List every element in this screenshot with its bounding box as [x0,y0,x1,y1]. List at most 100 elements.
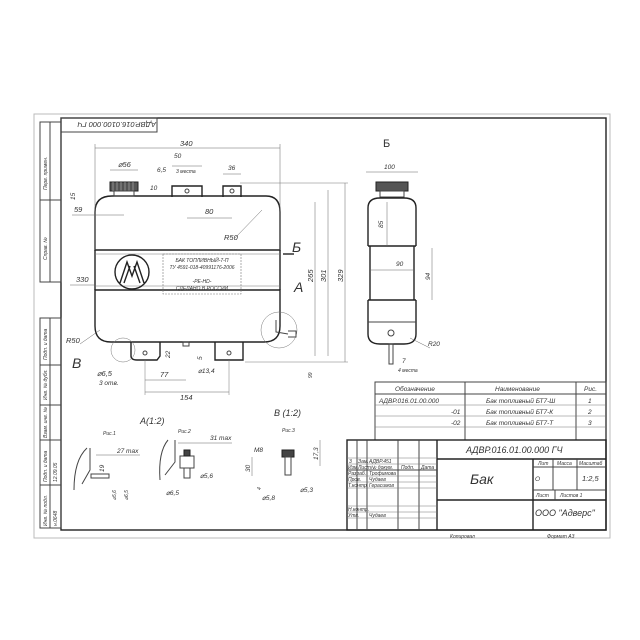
dim-label: 329 [336,269,345,282]
margin-label: Инв. № подл. [43,495,49,526]
side-filler-cap [375,181,409,192]
dim-label: ⌀13,4 [198,368,215,375]
dim-label: 7 [402,358,406,365]
dim-label: ⌀5,8 [262,495,275,502]
margin-label: Инв. № дубл. [43,369,49,400]
filler-neck [113,190,135,197]
dim-label: 3 отв. [99,380,119,387]
dim-label: ⌀56 [118,160,132,169]
dim-label: ⌀5,6 [200,473,213,480]
detail-a: А(1:2) Рис.1 27 max 19 ⌀5,6 ⌀6,5 Рис.2 3… [73,416,232,500]
header-cell: Подп. [401,465,414,471]
sheet-edge [33,113,611,539]
dim-label: R50 [66,336,81,345]
sheet-label: Лист [535,493,549,499]
fig1-title: Рис.1 [103,431,116,437]
spec-cell: Бак топливный БТ7-Т [486,419,554,427]
fitting [275,320,297,338]
dim-label: ⌀6,5 [97,369,113,378]
spec-cell: Бак топливный БТ7-К [486,408,554,416]
dim-label: 19 [99,464,106,472]
bottom-foot [130,342,161,361]
scale-value: 1:2,5 [582,474,600,483]
margin-label: Подп. и дата [43,328,49,360]
side-view: Б 100 85 90 94 R20 7 4 места [366,138,440,374]
nameplate-line: БАК ТОПЛИВНЫЙ-7-П [176,256,229,264]
dim-label: 5 [197,356,204,360]
spec-cell: АДВР.016.01.00.000 [378,398,439,405]
filler-cap [109,181,139,192]
header-cell: Лист [357,465,371,471]
dim-label: R50 [224,233,239,242]
detail-a-circle [260,311,298,349]
dim-label: 31 max [210,435,232,442]
person: Чудаев [369,513,386,519]
nameplate-line: СДЕЛАНО В РОССИИ [176,286,229,292]
logo-mark [119,259,145,284]
drawing-line [379,190,405,198]
header-cell: Дата [420,465,434,471]
copied-label: Копировал [450,534,475,540]
dim-label: 36 [228,165,236,172]
title-block: 3 Зам. АДВР.451 Изм Лист № докум. Подп. … [346,439,607,540]
drawing-code: АДВР.016.01.00.000 ГЧ [465,445,563,455]
side-middle [369,246,415,300]
dim-label: 27 max [116,448,139,455]
detail-b: В (1:2) Рис.3 М8 30 4 ⌀5,8 17,3 ⌀5,3 [245,408,321,502]
drain-nozzle [182,341,190,347]
scale-label: Масштаб [579,461,603,467]
logo-icon [114,254,150,290]
fig3-bolt-head [281,449,295,458]
dim-label: 85 [378,220,385,228]
code-stamp: АДВР.016.0100.000 ГЧ [77,120,157,129]
fig1-wall [73,447,91,491]
drawing-line [409,337,431,349]
nameplate-line: ТУ 4591-018-40991176-2006 [169,265,234,271]
mass-label: Масса [557,461,572,467]
side-nozzle [388,343,394,365]
tank-bottom-section [94,289,281,343]
spec-cell: 1 [588,398,592,405]
top-boss [222,185,242,197]
dim-label: 99 [308,372,314,378]
fig2-title: Рис.2 [178,429,191,435]
drawing-line [226,350,232,356]
fig2-fitting [179,455,195,469]
margin-value: н.0648 [53,511,59,526]
dim-label: 94 [425,272,432,280]
drawing-line [183,449,191,457]
dim-label: R20 [428,341,440,348]
dim-label: 80 [205,207,214,216]
role: Н.контр. [348,507,369,513]
dim-label: 265 [306,269,315,283]
drawing-line [229,188,235,194]
organization: ООО "Адверс" [535,508,596,518]
dim-label: 340 [180,139,193,148]
dim-label: ⌀6,5 [166,490,179,497]
person: Герасимов [369,483,394,489]
dim-label: 154 [180,393,193,402]
dim-label: ⌀5,6 [112,490,118,500]
callout-a: А [293,279,303,295]
dim-label: ⌀5,3 [300,487,313,494]
spec-cell: 2 [587,409,592,416]
drawing-line [112,182,134,191]
person: Чудаев [369,477,386,483]
change-row: Зам. [358,459,369,465]
side-top [367,197,417,246]
drawing-line [234,209,263,239]
spec-table: Обозначение Наименование Рис. АДВР.016.0… [374,381,607,441]
dim-label: 17,3 [313,447,320,460]
spec-cell: Бак топливный БТ7-Ш [486,397,555,405]
role: Пров. [348,477,361,483]
detail-a-title: А(1:2) [139,416,165,426]
fig1-fitting [90,473,110,479]
drawing-line [142,350,148,356]
margin-label: Подп. и дата [43,450,49,482]
dim-label: М8 [254,447,263,454]
dim-label: 59 [74,205,83,214]
drawing-line [387,329,395,337]
drawing-line [79,329,101,345]
